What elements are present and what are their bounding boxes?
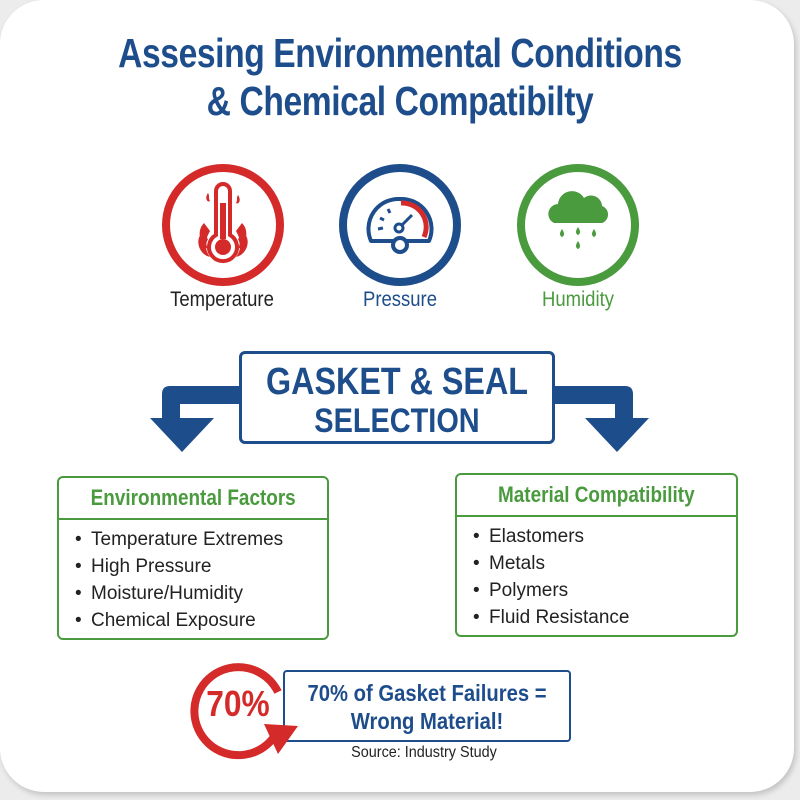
thermometer-flame-icon [162, 164, 284, 286]
percent-figure: 70% [206, 683, 270, 724]
list-item: •Moisture/Humidity [75, 583, 244, 604]
pressure-label: Pressure [363, 288, 437, 311]
list-item: •Elastomers [473, 526, 585, 547]
arrow-left-down-icon [150, 386, 242, 452]
list-item: •Temperature Extremes [75, 529, 284, 550]
list-item: •Polymers [473, 580, 569, 601]
temperature-label: Temperature [170, 288, 274, 311]
center-title-line-2: SELECTION [314, 402, 480, 440]
stat-line-2: Wrong Material! [350, 708, 504, 734]
list-item: •Metals [473, 553, 545, 574]
stat-line-1: 70% of Gasket Failures = [307, 680, 547, 706]
list-item: •High Pressure [75, 556, 212, 577]
failure-stat-box: 70% of Gasket Failures = Wrong Material! [283, 670, 571, 742]
list-item: •Chemical Exposure [75, 610, 256, 631]
arrow-right-down-icon [553, 386, 649, 452]
environmental-factors-heading: Environmental Factors [59, 478, 327, 520]
rain-cloud-icon [517, 164, 639, 286]
page-title-line-1: Assesing Environmental Conditions [118, 30, 682, 76]
environmental-factors-list: •Temperature Extremes •High Pressure •Mo… [59, 520, 327, 634]
gasket-seal-selection-box: GASKET & SEAL SELECTION [239, 351, 555, 444]
circular-arrow-icon [190, 663, 298, 760]
humidity-label: Humidity [542, 288, 614, 311]
page-title-line-2: & Chemical Compatibilty [206, 78, 594, 124]
material-compatibility-list: •Elastomers •Metals •Polymers •Fluid Res… [457, 517, 736, 631]
list-item: •Fluid Resistance [473, 607, 630, 628]
source-note: Source: Industry Study [351, 744, 497, 761]
environmental-factors-box: Environmental Factors •Temperature Extre… [57, 476, 329, 640]
material-compatibility-box: Material Compatibility •Elastomers •Meta… [455, 473, 738, 637]
pressure-gauge-icon [339, 164, 461, 286]
material-compatibility-heading: Material Compatibility [457, 475, 736, 517]
center-title-line-1: GASKET & SEAL [265, 361, 529, 403]
